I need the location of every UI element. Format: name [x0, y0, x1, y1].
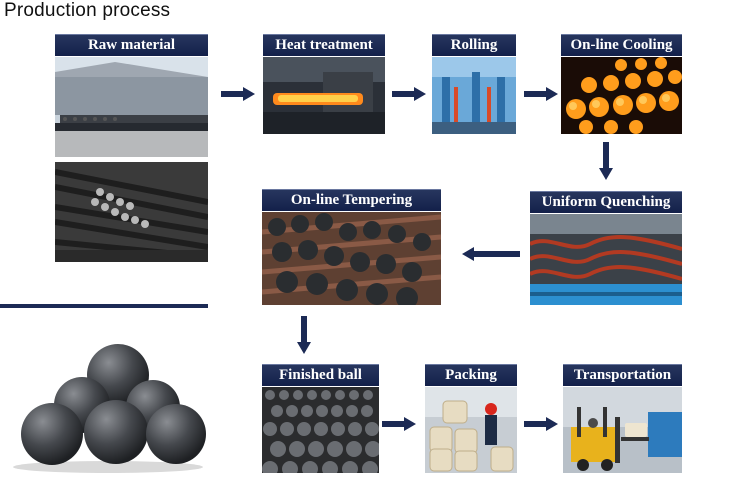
step-label-rolling: Rolling [432, 34, 516, 56]
packing-photo [425, 387, 517, 473]
arrow-down-icon [599, 142, 613, 180]
arrow-right-icon [524, 417, 558, 431]
section-divider [0, 304, 208, 308]
raw-material-warehouse-photo [55, 57, 208, 157]
step-label-heat-treatment: Heat treatment [263, 34, 385, 56]
arrow-right-icon [221, 87, 255, 101]
transportation-photo [563, 387, 682, 473]
arrow-down-icon [297, 316, 311, 354]
step-label-uniform-quenching: Uniform Quenching [530, 191, 682, 213]
step-label-online-tempering: On-line Tempering [262, 189, 441, 211]
arrow-right-icon [382, 417, 416, 431]
online-cooling-photo [561, 57, 682, 134]
online-tempering-photo [262, 212, 441, 305]
step-label-raw-material: Raw material [55, 34, 208, 56]
arrow-left-icon [462, 247, 520, 261]
rolling-photo [432, 57, 516, 134]
page-title: Production process [4, 0, 171, 21]
grinding-balls-pile-photo [8, 340, 208, 475]
arrow-right-icon [392, 87, 426, 101]
finished-ball-photo [262, 387, 379, 473]
uniform-quenching-photo [530, 214, 682, 305]
step-label-finished-ball: Finished ball [262, 364, 379, 386]
step-label-packing: Packing [425, 364, 517, 386]
step-label-online-cooling: On-line Cooling [561, 34, 682, 56]
heat-treatment-photo [263, 57, 385, 134]
raw-material-steel-bars-photo [55, 162, 208, 262]
step-label-transportation: Transportation [563, 364, 682, 386]
arrow-right-icon [524, 87, 558, 101]
